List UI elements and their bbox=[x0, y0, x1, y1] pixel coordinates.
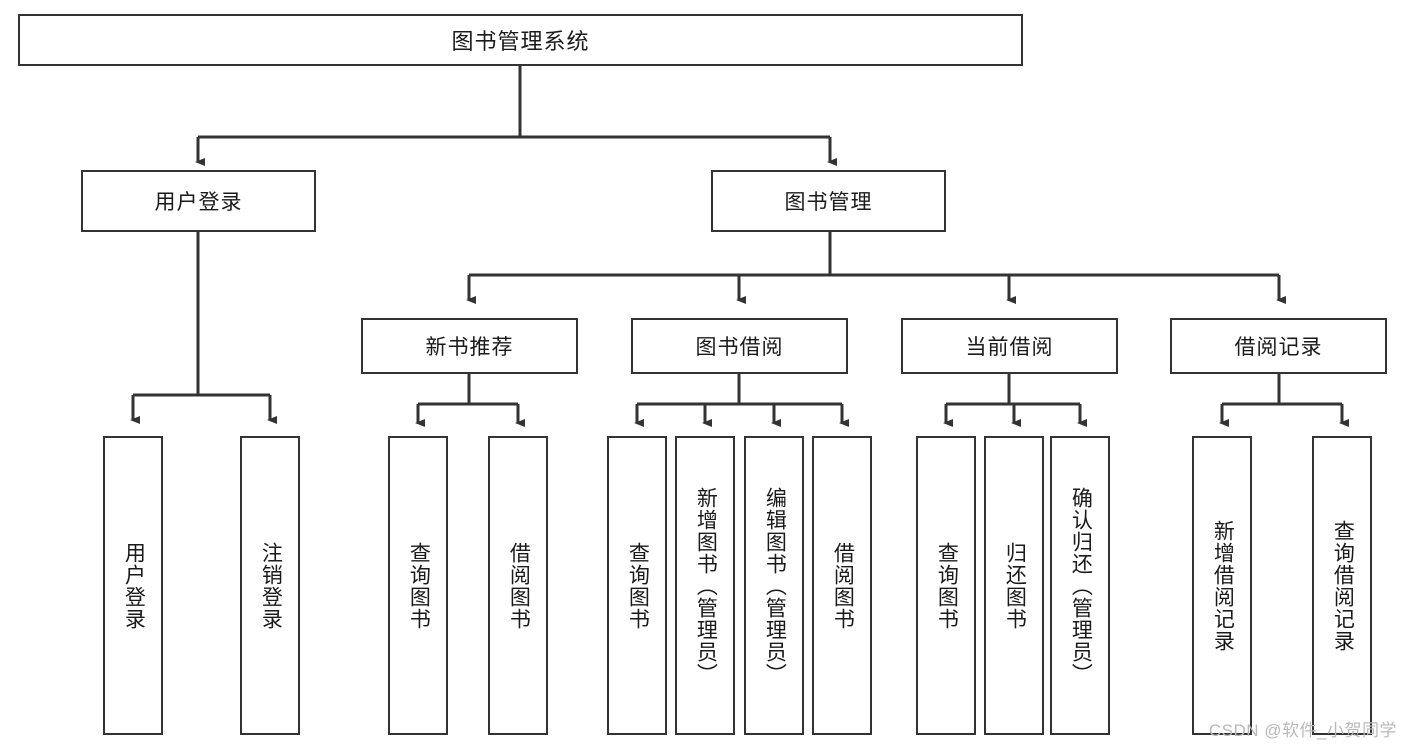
node-borrow-record[interactable]: 借阅记录 bbox=[1170, 318, 1387, 374]
node-label: 用户登录 bbox=[154, 191, 243, 214]
node-label: 借阅记录 bbox=[1234, 336, 1323, 359]
node-book-borrow[interactable]: 图书借阅 bbox=[631, 318, 848, 374]
leaf-user-login-logout[interactable]: 注销登录 bbox=[240, 436, 300, 735]
node-label: 当前借阅 bbox=[965, 336, 1054, 359]
leaf-current-borrow-query[interactable]: 查询图书 bbox=[916, 436, 976, 735]
leaf-borrow-record-add[interactable]: 新增借阅记录 bbox=[1192, 436, 1252, 735]
node-label: 新增图书（管理员） bbox=[694, 486, 718, 685]
leaf-current-borrow-confirm-return[interactable]: 确认归还（管理员） bbox=[1050, 436, 1110, 735]
node-label: 借阅图书 bbox=[507, 541, 531, 630]
node-label: 归还图书 bbox=[1003, 541, 1027, 630]
node-label: 确认归还（管理员） bbox=[1069, 486, 1093, 685]
leaf-book-borrow-borrow[interactable]: 借阅图书 bbox=[812, 436, 872, 735]
leaf-new-book-query[interactable]: 查询图书 bbox=[388, 436, 448, 735]
node-label: 查询图书 bbox=[935, 541, 959, 630]
node-label: 编辑图书（管理员） bbox=[763, 486, 787, 685]
node-label: 图书管理 bbox=[784, 191, 873, 214]
leaf-book-borrow-query[interactable]: 查询图书 bbox=[607, 436, 667, 735]
node-label: 借阅图书 bbox=[831, 541, 855, 630]
leaf-new-book-borrow[interactable]: 借阅图书 bbox=[488, 436, 548, 735]
node-label: 新书推荐 bbox=[425, 336, 514, 359]
node-label: 查询图书 bbox=[626, 541, 650, 630]
leaf-book-borrow-add[interactable]: 新增图书（管理员） bbox=[675, 436, 735, 735]
leaf-book-borrow-edit[interactable]: 编辑图书（管理员） bbox=[744, 436, 804, 735]
node-label: 用户登录 bbox=[122, 541, 146, 630]
node-label: 新增借阅记录 bbox=[1211, 519, 1235, 652]
node-label: 图书管理系统 bbox=[451, 29, 590, 54]
node-label: 注销登录 bbox=[259, 541, 283, 630]
node-label: 查询借阅记录 bbox=[1331, 519, 1355, 652]
leaf-user-login-login[interactable]: 用户登录 bbox=[103, 436, 163, 735]
node-current-borrow[interactable]: 当前借阅 bbox=[901, 318, 1118, 374]
node-label: 图书借阅 bbox=[695, 336, 784, 359]
node-label: 查询图书 bbox=[407, 541, 431, 630]
leaf-borrow-record-query[interactable]: 查询借阅记录 bbox=[1312, 436, 1372, 735]
watermark-text: CSDN @软件_小贺同学 bbox=[1208, 721, 1397, 740]
leaf-current-borrow-return[interactable]: 归还图书 bbox=[984, 436, 1044, 735]
node-root-system[interactable]: 图书管理系统 bbox=[18, 14, 1023, 66]
node-new-book-recommend[interactable]: 新书推荐 bbox=[361, 318, 578, 374]
node-user-login[interactable]: 用户登录 bbox=[81, 170, 316, 232]
node-book-management[interactable]: 图书管理 bbox=[711, 170, 946, 232]
